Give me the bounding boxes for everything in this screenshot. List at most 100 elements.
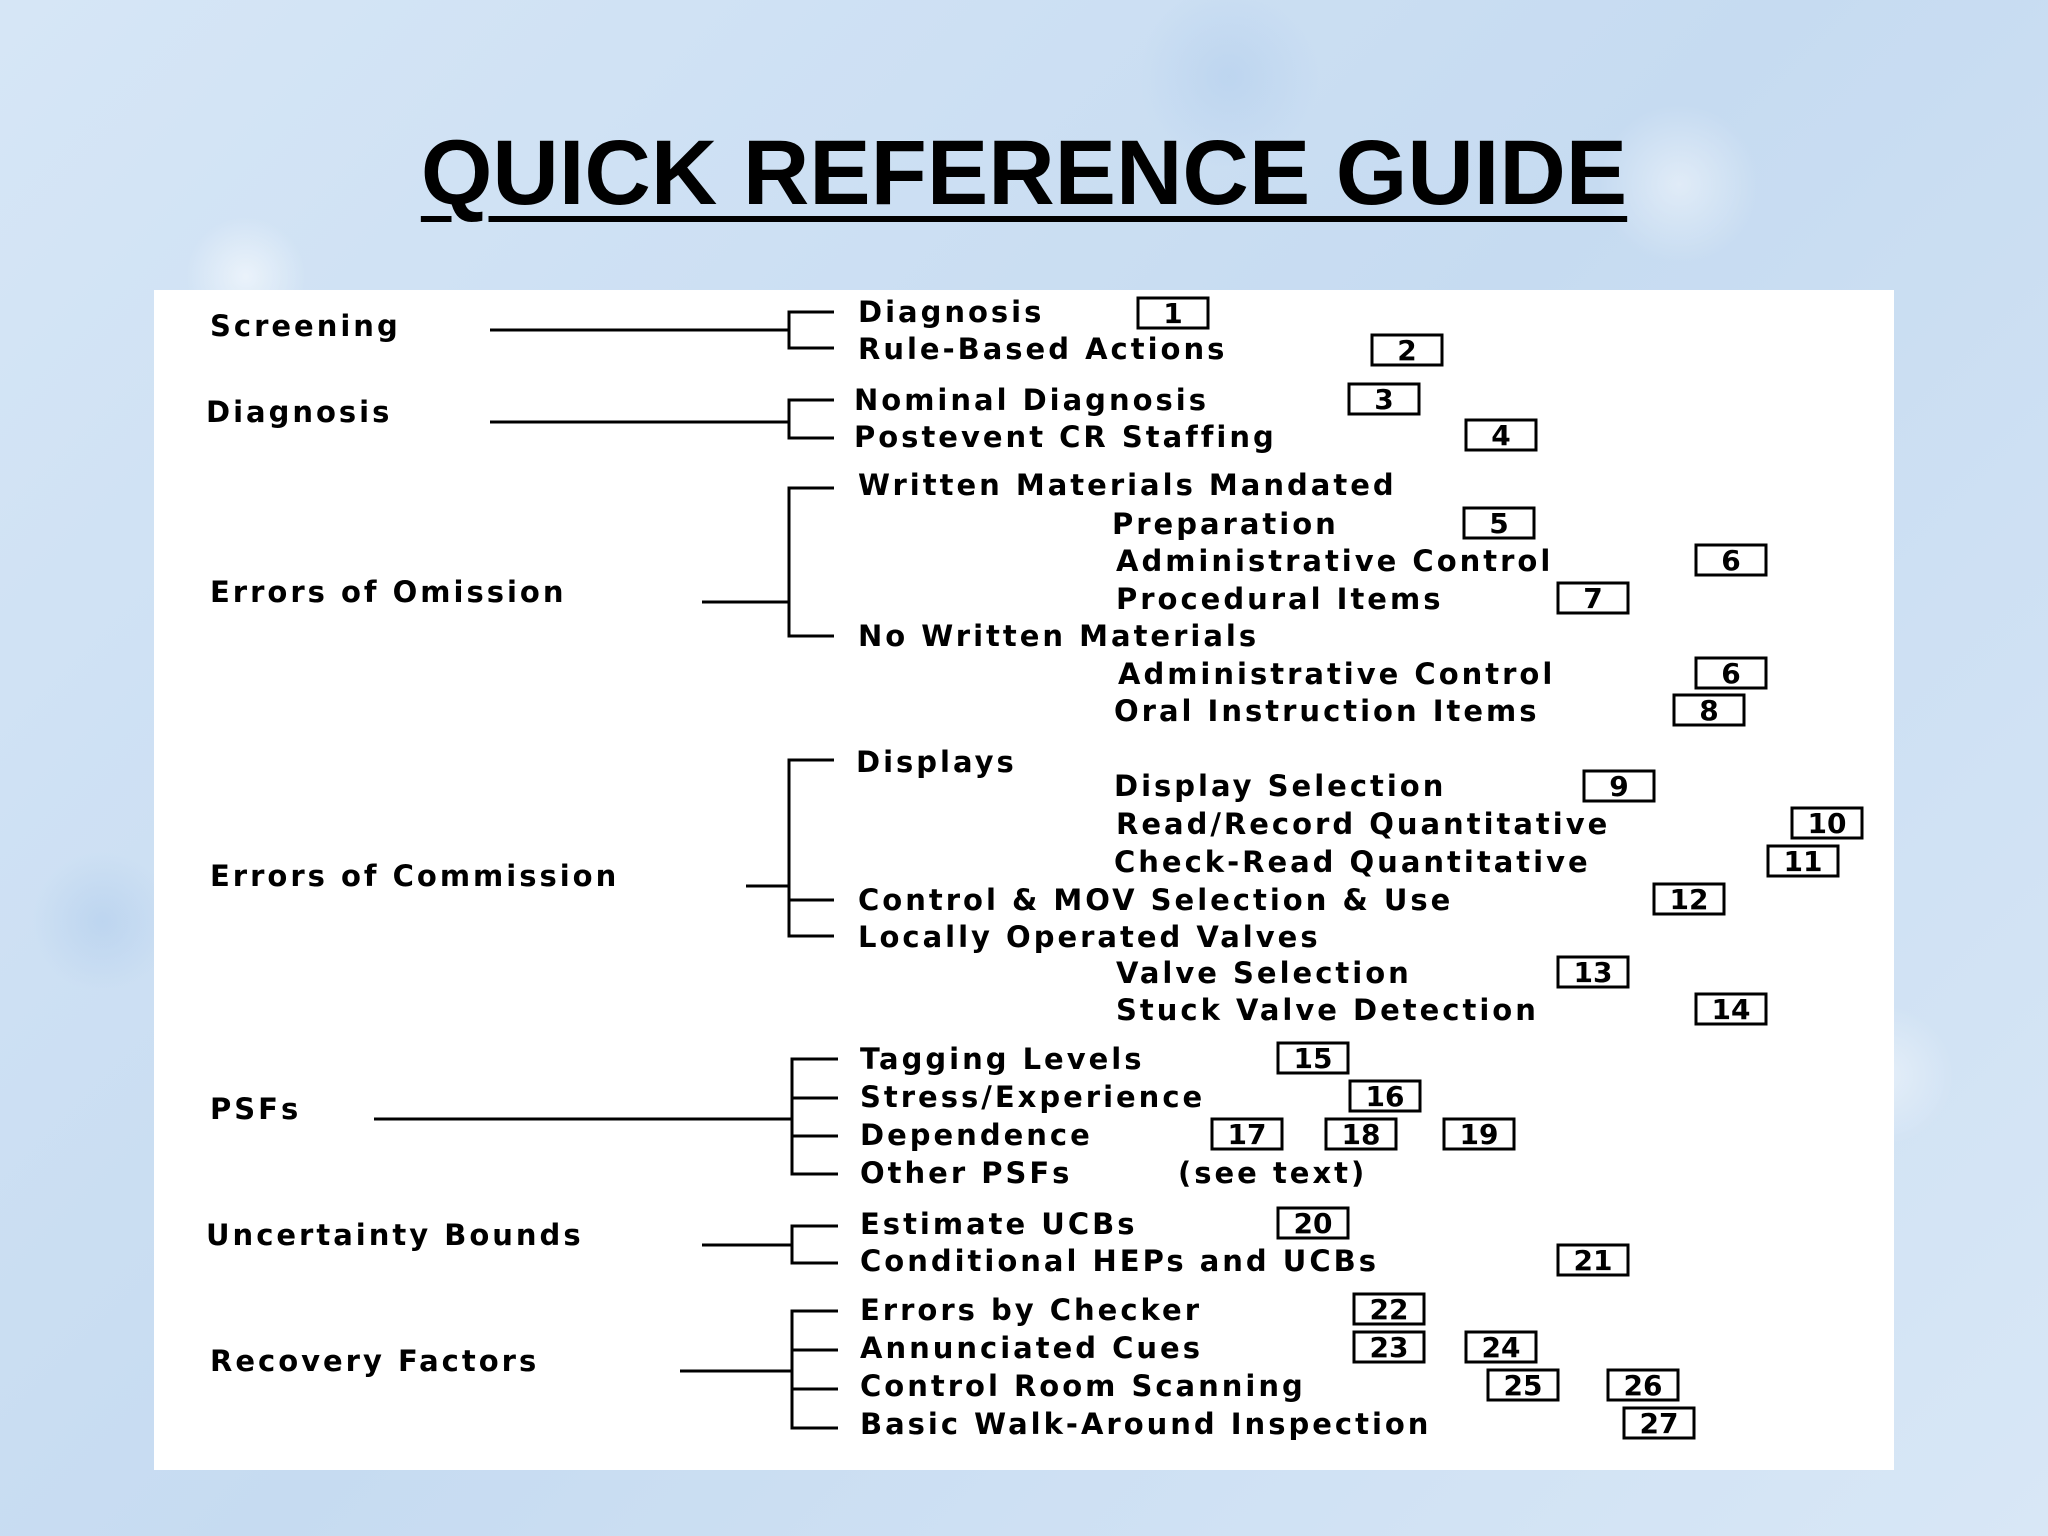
ref-box [1348,1079,1422,1113]
item-label: Valve Selection [1116,956,1412,990]
ref-box [1442,1117,1516,1151]
ref-box [1324,1117,1398,1151]
ref-box [1276,1041,1350,1075]
bracket [787,310,834,350]
ref-number: 6 [1721,544,1740,577]
ref-number: 3 [1374,383,1393,416]
ref-number: 24 [1482,1331,1521,1364]
section-screening: Screening Diagnosis 1 Rule-Based Actions… [210,295,1444,367]
item-label: Tagging Levels [860,1042,1145,1076]
ref-number: 4 [1491,419,1510,452]
reference-chart-panel: Screening Diagnosis 1 Rule-Based Actions… [154,290,1894,1470]
item-label: Administrative Control [1118,657,1555,691]
group-label: Written Materials Mandated [858,468,1397,502]
ref-number: 26 [1624,1369,1663,1402]
ref-box [1652,882,1726,916]
item-label: Postevent CR Staffing [854,420,1277,454]
section-label-psfs: PSFs [210,1092,301,1126]
ref-box [1462,506,1536,540]
item-label: Dependence [860,1118,1093,1152]
ref-box [1582,769,1656,803]
section-label-recovery: Recovery Factors [210,1344,539,1378]
item-label: Administrative Control [1116,544,1553,578]
bracket [787,758,834,938]
section-diagnosis: Diagnosis Nominal Diagnosis 3 Postevent … [206,382,1538,454]
ref-box [1622,1406,1696,1440]
ref-number: 21 [1574,1244,1613,1277]
ref-box [1672,693,1746,727]
group-label: No Written Materials [858,619,1259,653]
page-title-text: QUICK REFERENCE GUIDE [420,122,1628,224]
item-label: Read/Record Quantitative [1116,807,1610,841]
ref-box [1694,992,1768,1026]
ref-box [1210,1117,1284,1151]
ref-box [1694,543,1768,577]
section-recovery-factors: Recovery Factors Errors by Checker 22 An… [210,1292,1696,1441]
ref-number: 9 [1609,770,1628,803]
ref-number: 20 [1294,1207,1333,1240]
ref-number: 18 [1342,1118,1381,1151]
ref-number: 19 [1460,1118,1499,1151]
section-errors-of-commission: Errors of Commission Displays Display Se… [210,745,1864,1027]
ref-box [1276,1206,1350,1240]
item-label: Errors by Checker [860,1293,1202,1327]
item-label: Display Selection [1114,769,1446,803]
ref-box [1352,1292,1426,1326]
ref-box [1556,581,1630,615]
section-errors-of-omission: Errors of Omission Written Materials Man… [210,468,1768,728]
section-label-uncertainty: Uncertainty Bounds [206,1218,584,1252]
item-label: Diagnosis [858,295,1044,329]
group-label: Locally Operated Valves [858,920,1321,954]
group-label: Displays [856,745,1017,779]
bracket [790,1057,838,1176]
ref-number: 25 [1504,1369,1543,1402]
ref-box [1370,333,1444,367]
ref-box [1556,1243,1630,1277]
ref-box [1694,656,1768,690]
ref-box [1352,1330,1426,1364]
item-label: Other PSFs [860,1156,1072,1190]
item-label: Estimate UCBs [860,1207,1138,1241]
ref-number: 11 [1784,845,1823,878]
ref-number: 1 [1163,297,1182,330]
ref-box [1464,1330,1538,1364]
section-label-omission: Errors of Omission [210,575,566,609]
ref-number: 12 [1670,883,1709,916]
item-label: Preparation [1112,507,1339,541]
ref-number: 6 [1721,657,1740,690]
section-uncertainty-bounds: Uncertainty Bounds Estimate UCBs 20 Cond… [206,1206,1630,1278]
ref-number: 2 [1397,334,1416,367]
item-label: Stuck Valve Detection [1116,993,1539,1027]
ref-number: 10 [1808,807,1847,840]
item-label: Rule-Based Actions [858,332,1227,366]
ref-number: 5 [1489,507,1508,540]
ref-box [1464,418,1538,452]
reference-tree-diagram: Screening Diagnosis 1 Rule-Based Actions… [206,295,1864,1441]
ref-box [1136,296,1210,330]
ref-number: 16 [1366,1080,1405,1113]
ref-number: 17 [1228,1118,1267,1151]
ref-number: 23 [1370,1331,1409,1364]
page-title: QUICK REFERENCE GUIDE [0,118,2048,228]
ref-box [1790,806,1864,840]
ref-box [1556,955,1630,989]
section-psfs: PSFs Tagging Levels 15 Stress/Experience… [210,1041,1516,1190]
item-note: (see text) [1178,1156,1367,1190]
item-label: Nominal Diagnosis [854,383,1209,417]
bracket [787,486,834,638]
ref-number: 14 [1712,993,1751,1026]
bracket [787,398,834,440]
item-label: Conditional HEPs and UCBs [860,1244,1379,1278]
ref-box [1766,844,1840,878]
item-label: Basic Walk-Around Inspection [860,1407,1431,1441]
ref-number: 27 [1640,1407,1679,1440]
ref-number: 8 [1699,694,1718,727]
bracket [790,1309,838,1430]
ref-box [1486,1368,1560,1402]
group-label: Control & MOV Selection & Use [858,883,1453,917]
item-label: Stress/Experience [860,1080,1205,1114]
item-label: Oral Instruction Items [1114,694,1540,728]
section-label-commission: Errors of Commission [210,859,619,893]
item-label: Annunciated Cues [860,1331,1203,1365]
bracket [790,1224,838,1265]
